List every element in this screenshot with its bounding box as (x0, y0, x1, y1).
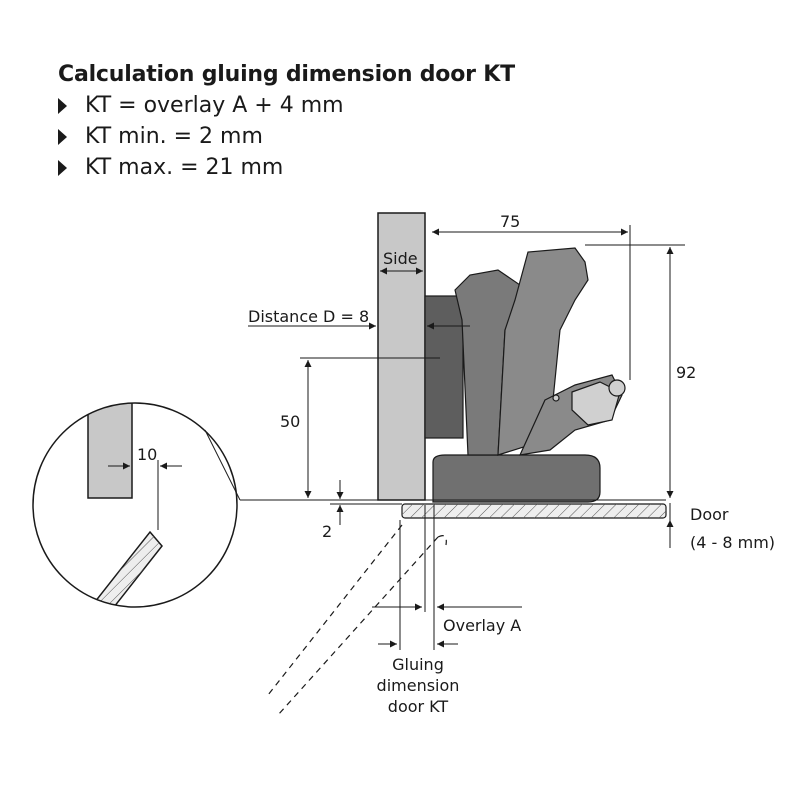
dim-label-75: 75 (500, 212, 520, 231)
door-label-group: Door (4 - 8 mm) (666, 503, 775, 552)
door-open-dashed (267, 524, 447, 716)
dim-label-2: 2 (322, 522, 332, 541)
door-label: Door (690, 505, 729, 524)
side-label-group: Side (380, 249, 423, 275)
dimension-2: 2 (322, 480, 402, 541)
hinge-pin (608, 379, 626, 397)
hinge-clip (571, 381, 621, 426)
detail-side-panel (87, 403, 133, 499)
hinge-body (424, 247, 626, 503)
distance-d-group: Distance D = 8 (248, 307, 470, 330)
header: Calculation gluing dimension door KT KT … (58, 60, 515, 183)
gluing-label-line1: Gluing (392, 655, 444, 674)
dim-label-50: 50 (280, 412, 300, 431)
door-thickness-label: (4 - 8 mm) (690, 533, 775, 552)
diagram-title: Calculation gluing dimension door KT (58, 62, 515, 87)
side-label: Side (383, 249, 418, 268)
door-panel (401, 503, 667, 519)
dimension-75: 75 (432, 212, 631, 380)
formula-text: KT = overlay A + 4 mm (85, 93, 344, 118)
detail-dim-10: 10 (137, 445, 157, 464)
bullet-triangle-icon (58, 97, 67, 114)
formula-item: KT = overlay A + 4 mm (58, 90, 515, 121)
distance-d-label: Distance D = 8 (248, 307, 369, 326)
detail-leader-line (204, 429, 241, 501)
detail-door-section (75, 530, 163, 607)
overlay-a-group: Overlay A (372, 505, 522, 635)
overlay-a-label: Overlay A (443, 616, 521, 635)
mounting-plate (424, 295, 464, 439)
formula-item: KT max. = 21 mm (58, 152, 515, 183)
detail-circle-outline (32, 402, 238, 608)
hinge-cup (432, 454, 601, 503)
gluing-kt-group: Gluing dimension door KT (377, 520, 460, 716)
bullet-triangle-icon (58, 128, 67, 145)
hinge-rivet (552, 394, 560, 402)
side-panel (377, 212, 426, 501)
gluing-label-line3: door KT (388, 697, 449, 716)
detail-circle: 10 (32, 402, 238, 608)
formula-text: KT min. = 2 mm (85, 124, 263, 149)
gluing-label-line2: dimension (377, 676, 460, 695)
dim-label-92: 92 (676, 363, 696, 382)
formula-list: KT = overlay A + 4 mm KT min. = 2 mm KT … (58, 90, 515, 183)
bullet-triangle-icon (58, 159, 67, 176)
dimension-92: 92 (585, 244, 696, 498)
formula-item: KT min. = 2 mm (58, 121, 515, 152)
dimension-50: 50 (280, 357, 440, 498)
hinge-lever (497, 247, 589, 456)
formula-text: KT max. = 21 mm (85, 155, 284, 180)
